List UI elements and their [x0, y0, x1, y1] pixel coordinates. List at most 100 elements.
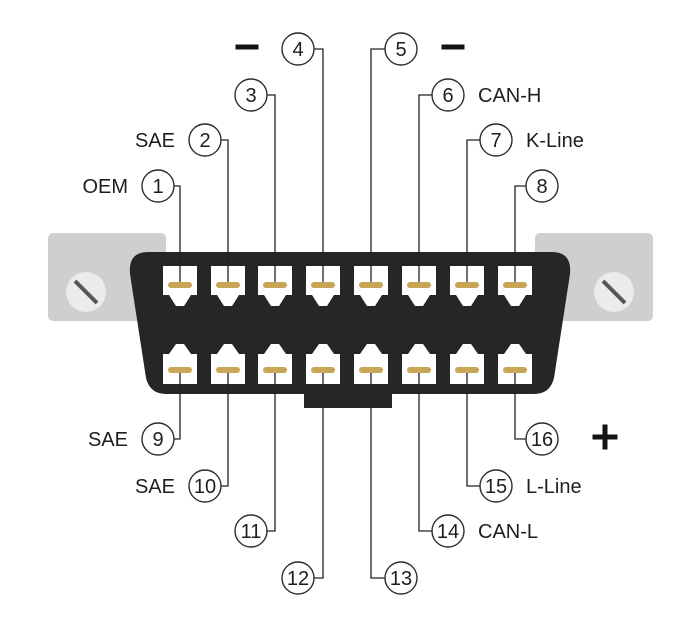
- pin-6-number: 6: [442, 85, 453, 107]
- pin-1-contact: [168, 282, 192, 288]
- pin-10-label: SAE: [135, 476, 175, 498]
- pin-13-callout: 13: [370, 373, 418, 595]
- pin-3-callout: 3: [234, 78, 276, 282]
- pin-10-leader-line: [221, 373, 229, 487]
- pin-1-number-circle: [141, 169, 175, 203]
- pin-16-callout: 16: [514, 373, 559, 456]
- pin-13-number-circle: [384, 561, 418, 595]
- pin-7-label: K-Line: [526, 130, 584, 152]
- pin-16-number: 16: [531, 429, 553, 451]
- pin-8-callout: 8: [514, 169, 559, 282]
- pin-7-leader-line: [466, 139, 480, 282]
- pin-15-callout: 15 L-Line: [466, 373, 582, 503]
- pin-1-leader-line: [174, 185, 181, 282]
- pin-7-contact: [455, 282, 479, 288]
- pin-9-leader-line: [174, 373, 181, 440]
- pin-4-leader-line: [314, 48, 324, 282]
- pin-5-callout: 5: [370, 32, 418, 282]
- pin-4-contact: [311, 282, 335, 288]
- pin-12-number: 12: [287, 568, 309, 590]
- pin-7-number-circle: [479, 123, 513, 157]
- pin-12-socket-notch: [312, 344, 334, 354]
- pin-12-contact: [311, 367, 335, 373]
- pin-15-leader-line: [466, 373, 480, 487]
- pin-15-socket-notch: [456, 344, 478, 354]
- pin-16-contact: [503, 367, 527, 373]
- pin-16-plus-sign: [592, 424, 618, 450]
- pin-3-contact: [263, 282, 287, 288]
- pin-3-leader-line: [267, 94, 276, 282]
- pin-16-number-circle: [525, 422, 559, 456]
- pin-9-number: 9: [152, 429, 163, 451]
- pin-1-callout: 1 OEM: [82, 169, 181, 282]
- pin-1-label: OEM: [82, 176, 128, 198]
- pin-3-number-circle: [234, 78, 268, 112]
- pin-10-socket-notch: [217, 344, 239, 354]
- pin-14-contact: [407, 367, 431, 373]
- pin-14-socket-notch: [408, 344, 430, 354]
- pin-11-number-circle: [234, 514, 268, 548]
- pin-7-socket-notch: [456, 295, 478, 306]
- pin-3-number: 3: [245, 85, 256, 107]
- pin-14-label: CAN-L: [478, 521, 538, 543]
- pin-13-contact: [359, 367, 383, 373]
- screw-slot-right: [601, 279, 627, 305]
- pin-1-number: 1: [152, 176, 163, 198]
- pin-15-label: L-Line: [526, 476, 582, 498]
- pin-4-number: 4: [292, 39, 303, 61]
- pin-5-number-circle: [384, 32, 418, 66]
- connector-key-tab: [304, 388, 392, 408]
- pin-2-label: SAE: [135, 130, 175, 152]
- pin-2-number: 2: [199, 130, 210, 152]
- pin-16-socket-notch: [504, 344, 526, 354]
- pin-2-socket-notch: [217, 295, 239, 306]
- pin-2-contact: [216, 282, 240, 288]
- pin-10-callout: 10 SAE: [135, 373, 229, 503]
- pin-11-callout: 11: [234, 373, 276, 548]
- pin-9-contact: [168, 367, 192, 373]
- pin-9-callout: 9 SAE: [88, 373, 181, 456]
- pin-6-callout: 6 CAN-H: [418, 78, 541, 282]
- pin-6-contact: [407, 282, 431, 288]
- pin-11-contact: [263, 367, 287, 373]
- pin-10-number-circle: [188, 469, 222, 503]
- pin-9-number-circle: [141, 422, 175, 456]
- pin-4-number-circle: [281, 32, 315, 66]
- polarity-markers: [235, 44, 618, 450]
- pin-8-contact: [503, 282, 527, 288]
- pin-14-number-circle: [431, 514, 465, 548]
- pin-6-label: CAN-H: [478, 85, 541, 107]
- pin-11-number: 11: [241, 521, 262, 543]
- pin-8-number-circle: [525, 169, 559, 203]
- screw-slot-left: [73, 279, 99, 305]
- pin-14-leader-line: [418, 373, 432, 532]
- pin-12-number-circle: [281, 561, 315, 595]
- pin-4-socket-notch: [312, 295, 334, 306]
- pin-6-leader-line: [418, 94, 432, 282]
- pin-15-number: 15: [485, 476, 507, 498]
- pin-9-label: SAE: [88, 429, 128, 451]
- pin-15-number-circle: [479, 469, 513, 503]
- pin-2-number-circle: [188, 123, 222, 157]
- pin-5-socket-notch: [360, 295, 382, 306]
- pin-5-leader-line: [370, 48, 385, 282]
- pin-3-socket-notch: [264, 295, 286, 306]
- pin-10-number: 10: [194, 476, 216, 498]
- pin-2-callout: 2 SAE: [135, 123, 229, 282]
- pin-2-leader-line: [221, 139, 229, 282]
- pin-15-contact: [455, 367, 479, 373]
- pin-12-leader-line: [314, 373, 324, 579]
- pin-8-socket-notch: [504, 295, 526, 306]
- pin-5-contact: [359, 282, 383, 288]
- pin-5-number: 5: [395, 39, 406, 61]
- pin-4-callout: 4: [281, 32, 324, 282]
- pin-11-socket-notch: [264, 344, 286, 354]
- pin-6-socket-notch: [408, 295, 430, 306]
- pin-1-socket-notch: [169, 295, 191, 306]
- pin-8-number: 8: [536, 176, 547, 198]
- pin-9-socket-notch: [169, 344, 191, 354]
